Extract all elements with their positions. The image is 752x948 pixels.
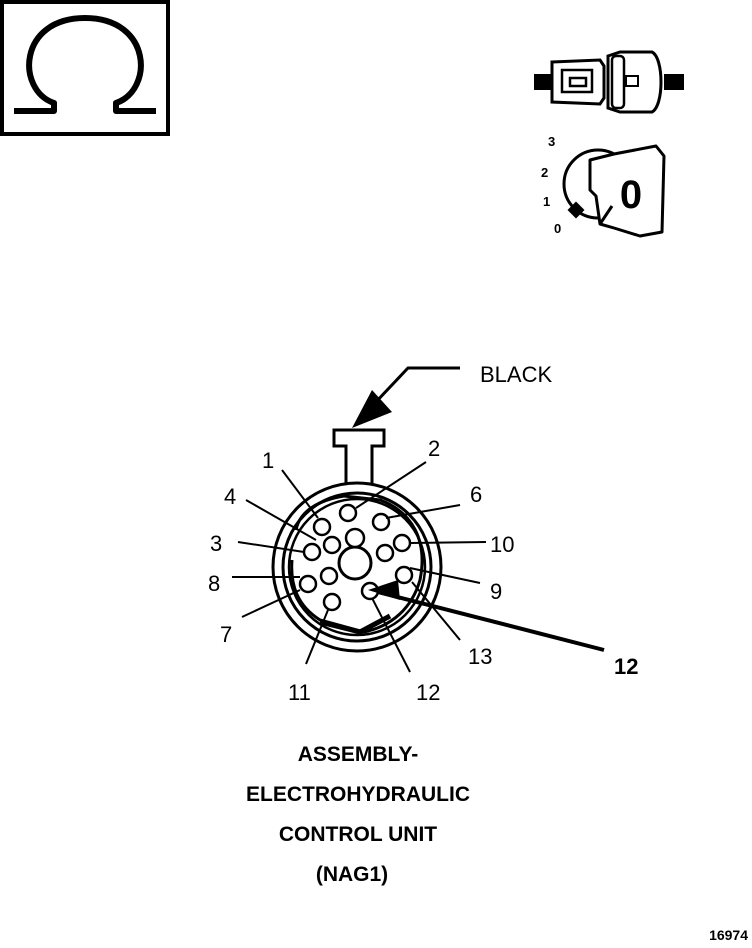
ignition-key-icon: 3 2 1 0 0	[541, 134, 666, 238]
component-title: ASSEMBLY- ELECTROHYDRAULIC CONTROL UNIT …	[246, 743, 470, 886]
pin-socket	[371, 512, 391, 532]
ignition-key-label: 0	[620, 173, 642, 217]
pin-socket	[312, 517, 332, 537]
pin-socket	[392, 533, 412, 553]
pin-label-4: 4	[224, 484, 236, 509]
pin-socket	[298, 574, 318, 594]
connector-icon	[534, 50, 684, 114]
pin-leaders	[232, 461, 487, 673]
title-line-1: ASSEMBLY-	[298, 743, 419, 766]
pin-socket	[322, 592, 342, 612]
pin-label-7: 7	[220, 622, 232, 647]
ignition-position-2: 2	[541, 165, 548, 180]
pin-socket	[375, 543, 395, 563]
ignition-position-1: 1	[543, 194, 550, 209]
title-line-3: CONTROL UNIT	[279, 823, 437, 846]
pin-socket	[394, 565, 414, 585]
ignition-position-0: 0	[554, 221, 561, 236]
ignition-position-3: 3	[548, 134, 555, 149]
pin-socket	[338, 503, 358, 523]
pin-label-1: 1	[262, 448, 274, 473]
wire-color-label: BLACK	[480, 362, 552, 387]
title-line-4: (NAG1)	[316, 863, 388, 886]
omega-icon	[0, 0, 170, 136]
pin-label-12-probe: 12	[614, 654, 638, 679]
pin-label-6: 6	[470, 482, 482, 507]
pin-label-13: 13	[468, 644, 492, 669]
pin-label-9: 9	[490, 579, 502, 604]
pin-socket	[322, 535, 342, 555]
title-line-2: ELECTROHYDRAULIC	[246, 783, 470, 806]
pin-label-12-bottom: 12	[416, 680, 440, 705]
pin-label-8: 8	[208, 571, 220, 596]
connector-face	[271, 428, 443, 653]
pin-socket	[302, 542, 322, 562]
pin-socket	[319, 566, 339, 586]
pin-label-3: 3	[210, 531, 222, 556]
black-wire-callout: BLACK	[352, 362, 552, 428]
pin-sockets	[298, 503, 414, 612]
pin-label-10: 10	[490, 532, 514, 557]
pin-label-11: 11	[288, 680, 311, 705]
test-probe	[368, 580, 605, 652]
pin-labels: 1 2 4 6 3 10 8 9 7 13 11 12 12	[208, 436, 638, 705]
pin-label-2: 2	[428, 436, 440, 461]
figure-number: 16974	[709, 927, 748, 943]
